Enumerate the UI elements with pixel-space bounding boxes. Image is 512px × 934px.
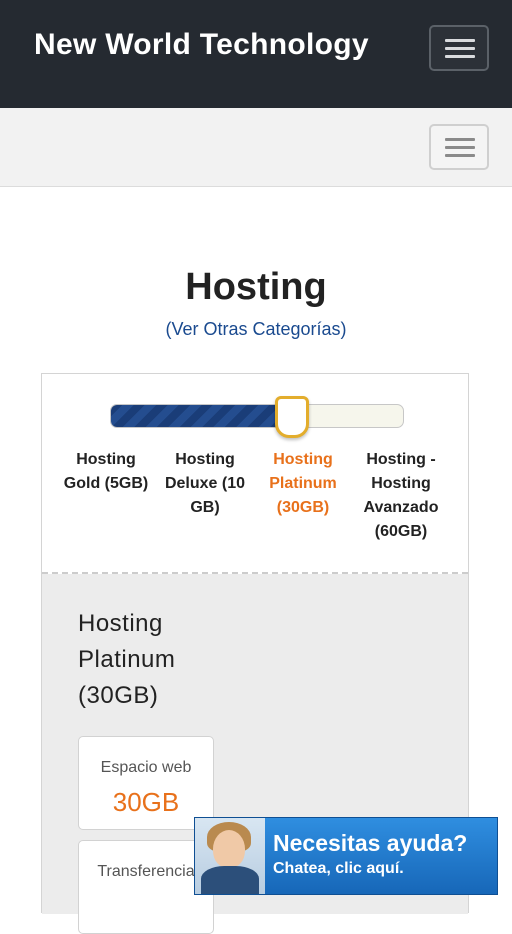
other-categories-link[interactable]: (Ver Otras Categorías): [165, 319, 347, 339]
chat-subtitle: Chatea, clic aquí.: [273, 860, 404, 877]
plan-step-gold[interactable]: Hosting Gold (5GB): [63, 451, 149, 492]
plan-slider-handle[interactable]: [275, 396, 310, 438]
plan-step-avanzado[interactable]: Hosting - Hosting Avanzado (60GB): [363, 451, 439, 540]
dashed-divider: [42, 572, 468, 574]
spec-label: Transferencia: [97, 863, 195, 880]
plan-slider-track[interactable]: [110, 404, 404, 428]
page-title: Hosting: [185, 266, 327, 308]
brand-title[interactable]: New World Technology: [34, 28, 369, 61]
spec-label: Espacio web: [100, 759, 192, 776]
chat-widget-button[interactable]: Necesitas ayuda? Chatea, clic aquí.: [194, 817, 498, 895]
chat-title: Necesitas ayuda?: [273, 830, 468, 856]
secondary-menu-toggle-button[interactable]: [429, 124, 489, 170]
top-navbar: New World Technology: [0, 0, 512, 108]
secondary-navbar: [0, 108, 512, 187]
plan-slider-fill: [111, 405, 294, 427]
plan-step-platinum[interactable]: Hosting Platinum (30GB): [269, 451, 337, 516]
plan-name: Hosting Platinum (30GB): [78, 610, 176, 709]
plan-step-deluxe[interactable]: Hosting Deluxe (10 GB): [164, 451, 246, 516]
spec-box-web-space: Espacio web 30GB: [78, 736, 214, 830]
main-menu-toggle-button[interactable]: [429, 25, 489, 71]
support-agent-avatar: [195, 818, 265, 894]
spec-value: 30GB: [112, 787, 180, 817]
